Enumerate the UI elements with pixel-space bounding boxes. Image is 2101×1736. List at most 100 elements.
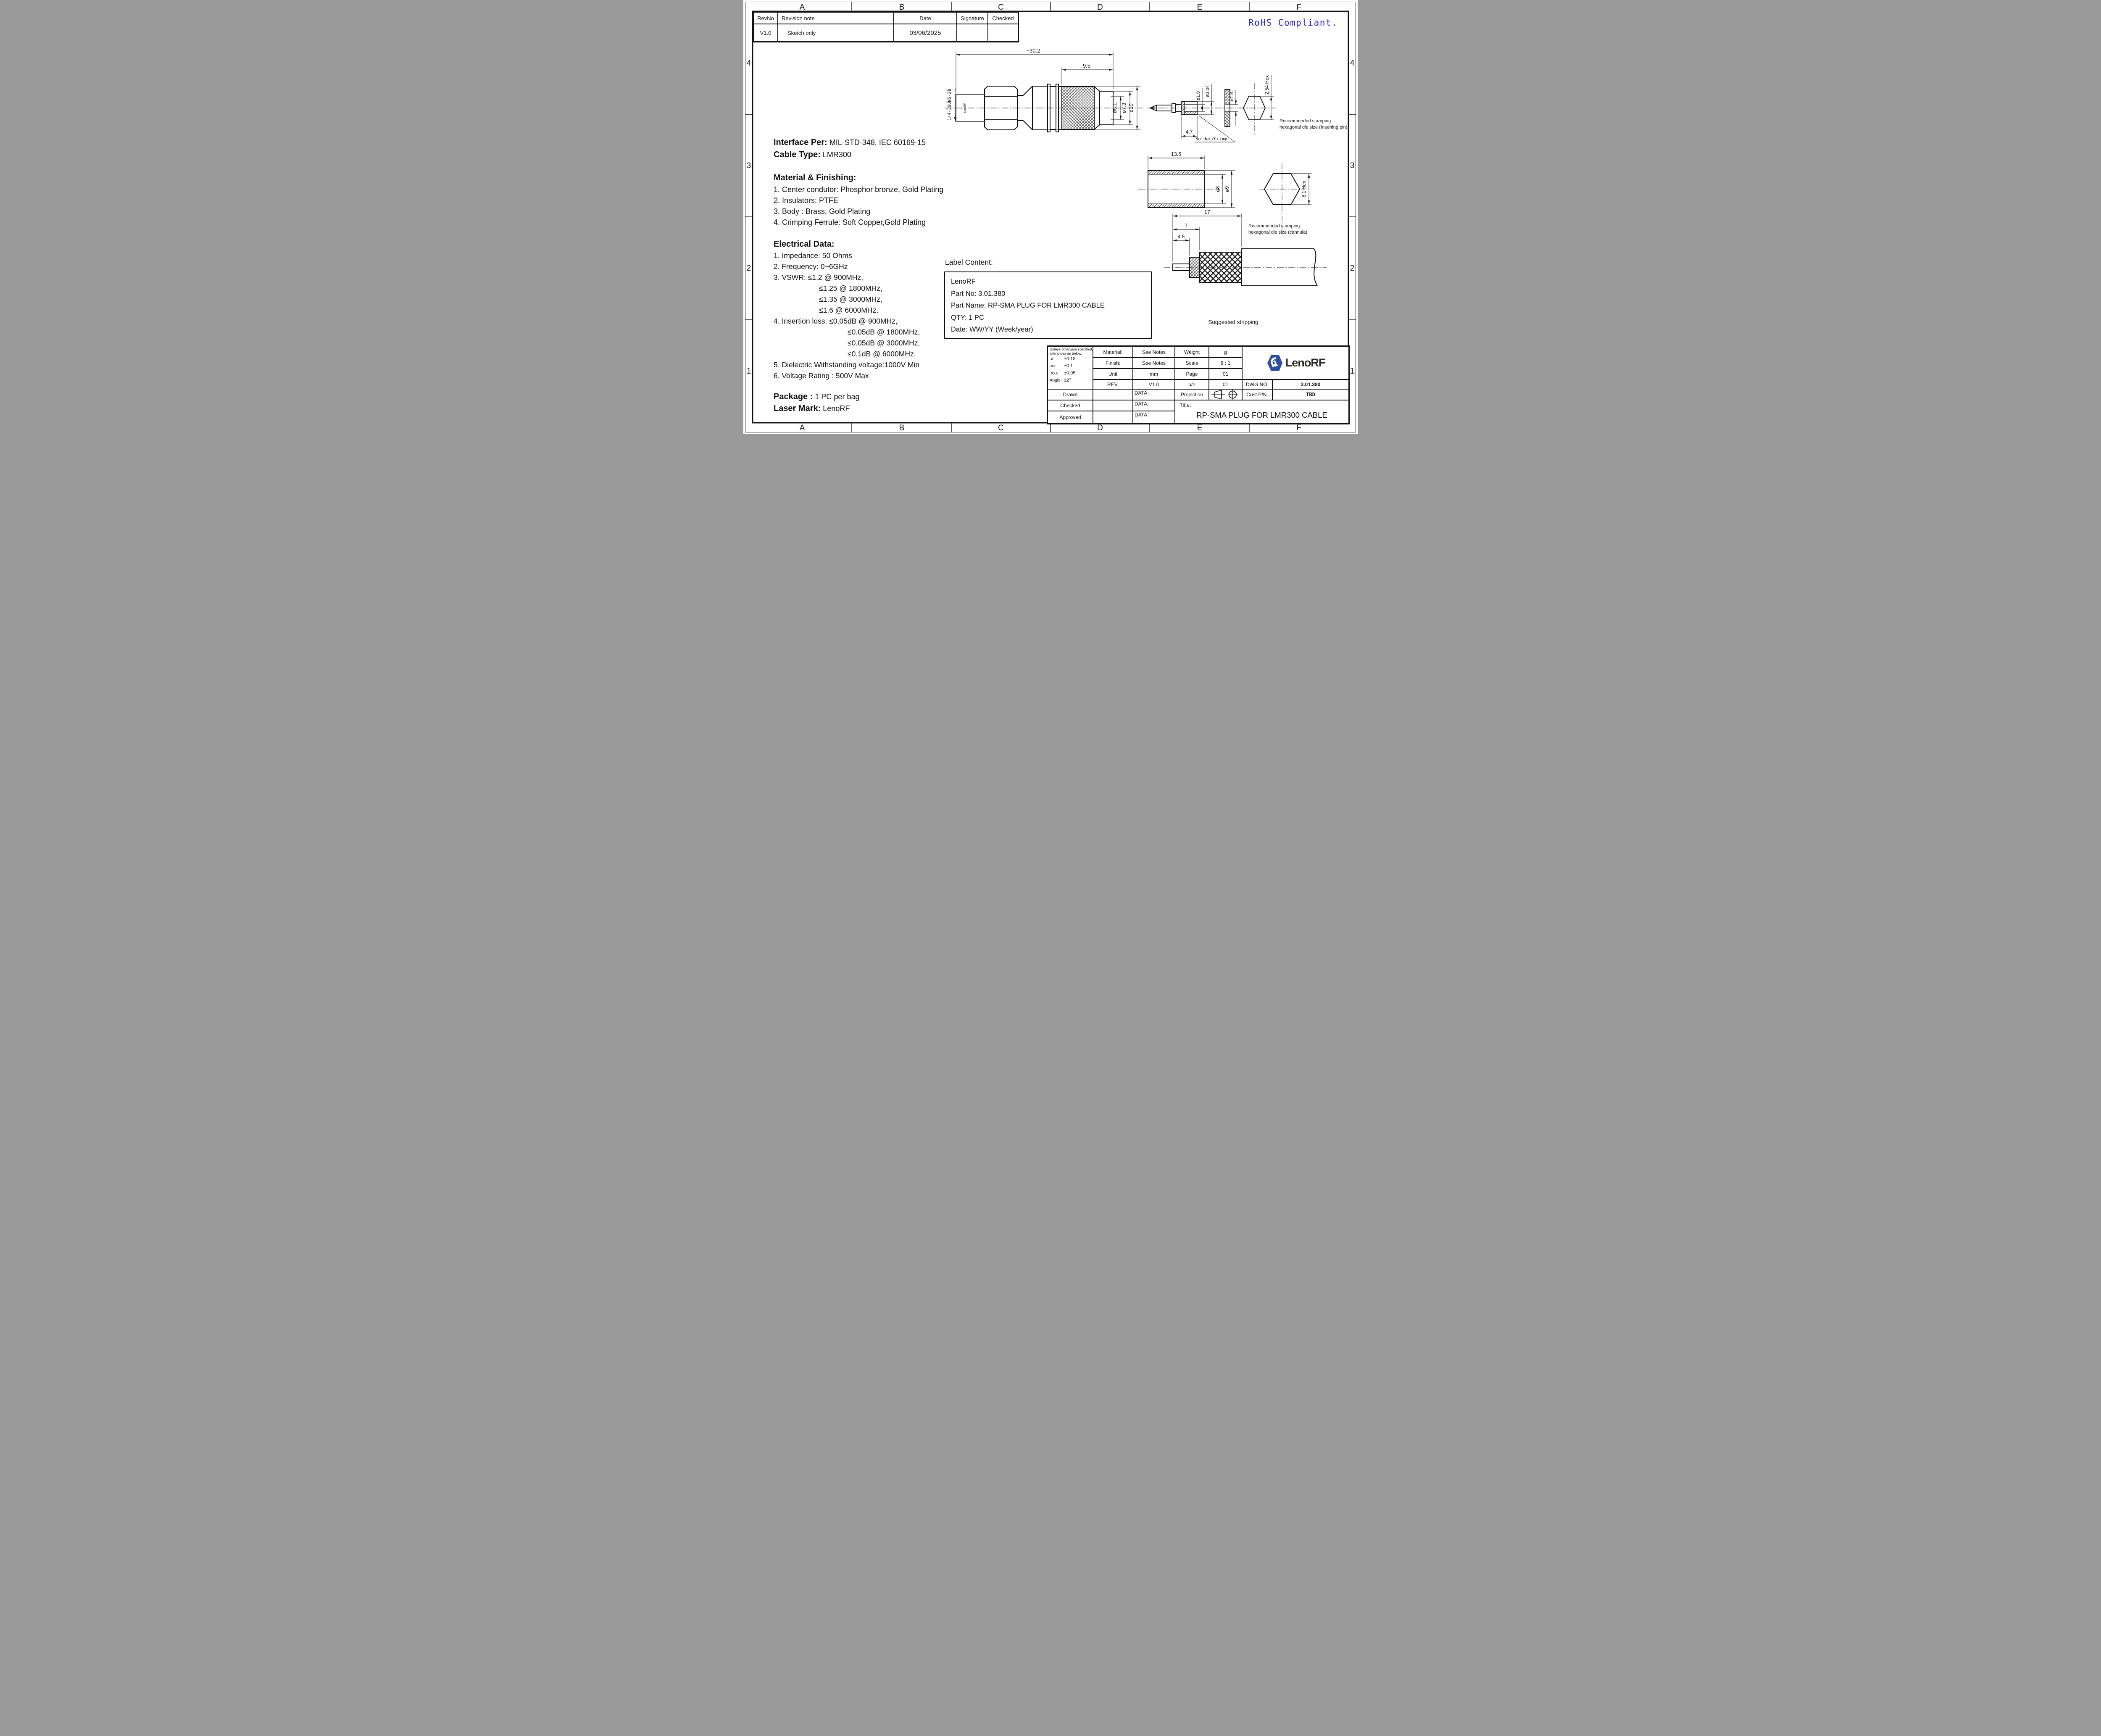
grid-letter: E xyxy=(1197,424,1203,432)
page-value: 01 xyxy=(1209,369,1242,379)
grid-letter: C xyxy=(998,3,1004,12)
dim-ferrule-outer-dia: ø9 xyxy=(1224,186,1230,192)
cust-pn-value: TBD xyxy=(1272,389,1349,400)
electrical-line: 2. Frequency: 0~6GHz xyxy=(774,262,848,271)
dim-overall-length: ~30.2 xyxy=(1027,47,1040,54)
electrical-line: 1. Impedance: 50 Ohms xyxy=(774,251,852,260)
approved-date-cell: DATA: xyxy=(1133,411,1175,424)
grid-letter: F xyxy=(1296,3,1301,12)
drawing-sheet: A B C D E F A B C D E F 4 3 2 1 4 3 2 1 xyxy=(743,0,1358,434)
grid-number: 3 xyxy=(1350,161,1355,170)
label-line: Part No: 3.01.380 xyxy=(951,290,1006,298)
grid-number: 4 xyxy=(747,59,751,68)
grid-letter: B xyxy=(899,3,905,12)
company-logo: LenoRF xyxy=(1242,346,1349,379)
electrical-line: ≤0.05dB @ 3000MHz, xyxy=(848,339,920,347)
revision-header-revno: RevNo xyxy=(753,12,778,24)
rev-label: REV. xyxy=(1093,379,1133,389)
weight-value: g xyxy=(1209,346,1242,358)
dim-cannula-hex: 8.1 Hex xyxy=(1302,181,1307,198)
weight-label: Weight xyxy=(1175,346,1209,358)
tolerance-row: .xxx±0.05 xyxy=(1050,371,1076,376)
tolerance-row: Angle:±2° xyxy=(1050,378,1071,383)
checked-signature-cell xyxy=(1093,400,1133,411)
cannula-die-caption-2: hexagonal die size (cannula) xyxy=(1248,230,1307,235)
drawn-date-cell: DATA: xyxy=(1133,389,1175,400)
logo-text: LenoRF xyxy=(1285,356,1325,369)
electrical-line: 6. Voltage Rating : 500V Max xyxy=(774,371,869,380)
cable-type-value: LMR300 xyxy=(822,150,851,159)
grid-number: 2 xyxy=(747,264,751,273)
material-item: 4. Crimping Ferrule: Soft Copper,Gold Pl… xyxy=(774,218,926,227)
center-pin-view: ø1.9 ø3.04 4.7 Solder/Crimp ø1.8 2.54 He… xyxy=(1147,75,1347,142)
laser-mark-value: LenoRF xyxy=(823,404,850,413)
revision-cell-note: Sketch only xyxy=(778,24,894,42)
material-item: 1. Center condutor: Phosphor bronze, Gol… xyxy=(774,185,944,194)
finish-label: Finish: xyxy=(1093,358,1133,369)
body-mark-label: LenoRF xyxy=(964,103,966,113)
label-line: QTY: 1 PC xyxy=(951,313,984,321)
grid-number: 3 xyxy=(747,161,751,170)
grid-letter: A xyxy=(800,424,805,432)
interface-per-line: Interface Per: MIL-STD-348, IEC 60169-15 xyxy=(774,138,926,148)
projection-label: Projection xyxy=(1175,389,1209,400)
dim-pin-hex: 2.54 Hex xyxy=(1265,75,1270,95)
grid-letter: C xyxy=(998,424,1004,432)
dim-crimp-length: 9.5 xyxy=(1083,63,1090,69)
material-label: Material: xyxy=(1093,346,1133,358)
electrical-line: ≤0.05dB @ 1800MHz, xyxy=(848,328,920,336)
revision-header-note: Revision note xyxy=(778,12,894,24)
cable-type-label: Cable Type: xyxy=(774,150,821,159)
tolerance-row: .xx±0.1 xyxy=(1050,364,1073,369)
dim-ferrule-inner-dia: ø8 xyxy=(1215,186,1221,192)
grid-letter: D xyxy=(1097,424,1103,432)
rohs-note: RoHS Compliant. xyxy=(1248,18,1338,28)
dim-sleeve-length: 4.7 xyxy=(1186,129,1193,135)
grid-number: 1 xyxy=(747,367,751,376)
grid-letter: E xyxy=(1197,3,1203,12)
unit-label: Unit xyxy=(1093,369,1133,379)
interface-per-value: MIL-STD-348, IEC 60169-15 xyxy=(829,138,926,147)
material-value: See Notes xyxy=(1133,346,1175,358)
grid-letter: D xyxy=(1097,3,1103,12)
projection-symbol xyxy=(1209,389,1242,400)
label-content-box: LenoRF Part No: 3.01.380 Part Name: RP-S… xyxy=(944,271,1152,339)
revision-cell-signature xyxy=(957,24,988,42)
scale-value: 8 : 1 xyxy=(1209,358,1242,369)
scale-label: Scale xyxy=(1175,358,1209,369)
electrical-line: ≤1.35 @ 3000MHz, xyxy=(819,295,882,303)
grid-letter: F xyxy=(1296,424,1301,432)
tolerance-note-1: Unless otherwise specified, xyxy=(1050,347,1093,351)
tolerance-box: Unless otherwise specified, tolerances a… xyxy=(1048,346,1093,389)
dim-pin-dia: ø1.9 xyxy=(1196,91,1201,100)
cannula-die-caption-1: Recommended stamping xyxy=(1248,224,1300,229)
grid-letter: A xyxy=(800,3,805,12)
checked-label: Checked xyxy=(1048,400,1093,411)
revision-cell-date: 03/06/2025 xyxy=(894,24,957,42)
logo-hexagon-icon xyxy=(1267,355,1282,371)
dwg-no-value: 3.01.380 xyxy=(1272,379,1349,389)
unit-value: mm xyxy=(1133,369,1175,379)
main-connector-view: ~30.2 9.5 ø5.1 ø7.3 ø10 1/4-36UNS-2B Len… xyxy=(945,47,1143,132)
tolerance-row: .x±0.15 xyxy=(1050,356,1076,361)
drawn-signature-cell xyxy=(1093,389,1133,400)
label-content-heading: Label Content: xyxy=(945,258,993,266)
pin-die-caption-2: hexagonal die size (Inserting pin) xyxy=(1280,125,1347,130)
material-item: 2. Insulators: PTFE xyxy=(774,196,839,205)
electrical-line: ≤1.25 @ 1800MHz, xyxy=(819,284,882,292)
grid-number: 4 xyxy=(1350,59,1355,68)
first-angle-projection-icon xyxy=(1211,390,1237,400)
ferrule-view: 13.5 ø8 ø9 8.1 Hex Recommended stamping … xyxy=(1138,151,1311,235)
dim-dia-tail: ø7.3 xyxy=(1121,103,1127,113)
material-item: 3. Body : Brass, Gold Plating xyxy=(774,207,871,216)
label-line: LenoRF xyxy=(951,278,976,285)
pn-label: p/n xyxy=(1175,379,1209,389)
electrical-line: 5. Dielectric Withstanding voltage:1000V… xyxy=(774,361,920,369)
stripping-caption: Suggested stripping xyxy=(1208,319,1258,325)
laser-mark-label: Laser Mark: xyxy=(774,404,821,413)
checked-date-cell: DATA: xyxy=(1133,400,1175,411)
grid-letter: B xyxy=(899,424,905,432)
revision-header-signature: Signature xyxy=(957,12,988,24)
dim-washer-dia: ø1.8 xyxy=(1230,92,1235,101)
approved-label: Approved xyxy=(1048,411,1093,424)
